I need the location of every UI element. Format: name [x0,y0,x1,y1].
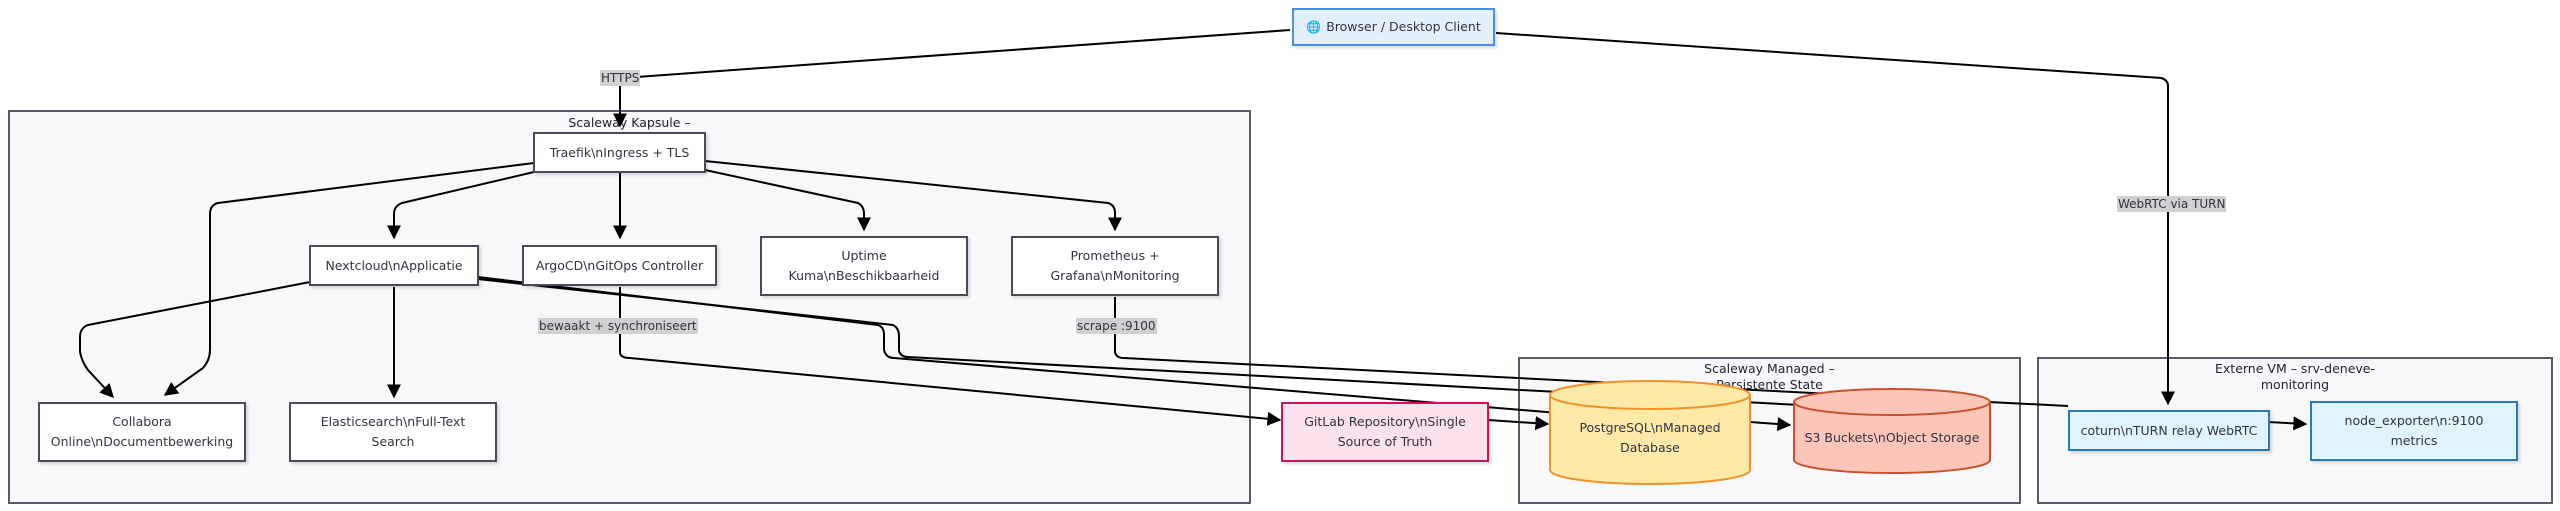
globe-icon: 🌐 [1306,20,1322,34]
edge-traefik-uptime [704,169,871,232]
uptime-kuma-node[interactable]: Uptime Kuma\nBeschikbaarheid [760,236,968,296]
node-label: Prometheus + Grafana\nMonitoring [1050,248,1180,283]
edge-client-traefik [613,29,1291,128]
node-label: Collabora Online\nDocumentbewerking [50,414,234,449]
node-label: node_exporter\n:9100 metrics [2344,413,2484,448]
coturn-node[interactable]: coturn\nTURN relay WebRTC [2068,410,2270,451]
s3-cylinder[interactable] [1793,388,1991,474]
gitlab-node[interactable]: GitLab Repository\nSingle Source of Trut… [1281,402,1489,462]
node-label: coturn\nTURN relay WebRTC [2080,422,2258,438]
postgres-cylinder[interactable] [1549,380,1751,485]
postgres-label-line1: PostgreSQL\nManaged [1579,420,1721,435]
edge-postgres-s3 [1749,417,1792,432]
cluster-title: Scaleway Kapsule – [568,115,691,130]
collabora-node[interactable]: Collabora Online\nDocumentbewerking [38,402,246,462]
node-label: Browser / Desktop Client [1326,19,1481,34]
edge-traefik-prometheus [704,160,1122,232]
node-label: Traefik\nIngress + TLS [549,144,690,160]
node-exporter-node[interactable]: node_exporter\n:9100 metrics [2310,401,2518,461]
s3-label: S3 Buckets\nObject Storage [1804,430,1980,445]
edge-nextcloud-collabora [79,281,311,399]
node-label: Uptime Kuma\nBeschikbaarheid [788,248,940,283]
edge-prometheus-coturn [1114,297,2069,407]
node-label: Nextcloud\nApplicatie [325,257,463,273]
node-label: Elasticsearch\nFull-Text Search [320,414,466,449]
edge-argocd-gitlab [619,287,1282,426]
node-label: GitLab Repository\nSingle Source of Trut… [1304,414,1466,449]
traefik-node[interactable]: Traefik\nIngress + TLS [533,132,706,173]
edge-nextcloud-postgres [477,276,1559,414]
edge-coturn-node-exporter [2267,416,2308,431]
elasticsearch-node[interactable]: Elasticsearch\nFull-Text Search [289,402,497,462]
browser-client-node[interactable]: 🌐 Browser / Desktop Client [1292,8,1495,46]
prometheus-grafana-node[interactable]: Prometheus + Grafana\nMonitoring [1011,236,1219,296]
edge-traefik-nextcloud [387,171,535,240]
argocd-node[interactable]: ArgoCD\nGitOps Controller [522,245,717,286]
edge-label-argocd-sync: bewaakt + synchroniseert [538,318,698,334]
postgres-label-line2: Database [1620,440,1680,455]
cluster-title: Externe VM – srv-deneve- monitoring [2215,361,2375,392]
edge-gitlab-postgres [1487,416,1550,431]
edge-label-webrtc: WebRTC via TURN [2117,196,2227,212]
edge-label-scrape: scrape :9100 [1076,318,1157,334]
cluster-title: Scaleway Managed – Persistente State [1704,361,1835,392]
edge-label-https: HTTPS [600,70,641,86]
nextcloud-node[interactable]: Nextcloud\nApplicatie [309,245,479,286]
edge-traefik-collabora [163,162,535,396]
edge-nextcloud-s3 [477,278,1801,406]
edge-client-coturn [1495,32,2175,406]
postgres-label: PostgreSQL\nManaged Database [1560,418,1740,458]
node-label: ArgoCD\nGitOps Controller [535,257,704,273]
